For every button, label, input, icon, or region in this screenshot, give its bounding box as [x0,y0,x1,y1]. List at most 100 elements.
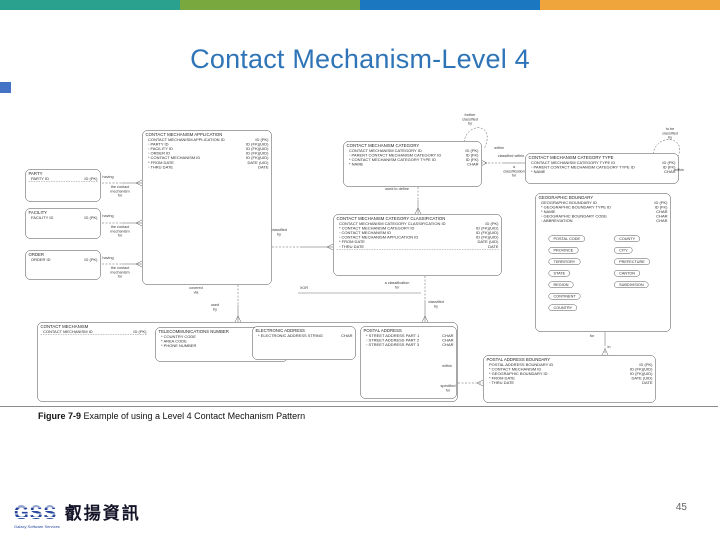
attribute-row: ◦ PARENT CONTACT MECHANISM CATEGORY TYPE… [529,165,676,170]
entity-title: PARTY [28,171,43,176]
gss-logo-cjk: 叡揚資訊 [64,504,141,523]
bar-segment-orange [540,0,720,10]
attribute-name: ◦ THRU DATE [339,244,365,249]
attribute-type: ID (PK) [654,200,668,206]
rel-label-used-to-define: used to define [385,186,409,191]
attribute-name: * CONTACT MECHANISM CATEGORY TYPE ID [349,157,436,163]
bar-segment-teal [0,0,180,10]
rel-label-having: having [102,213,114,218]
rel-label-having: having [102,255,114,260]
subtype-oval: CONTINENT [548,293,581,300]
attribute-type: CHAR [656,209,668,215]
attribute-name: CONTACT MECHANISM CATEGORY CLASSIFICATIO… [339,221,446,227]
attribute-type: ID (PK) [133,329,147,335]
attribute-type: DATE (UID) [247,160,269,165]
rel-label-classified-by: classified by [428,299,444,309]
figure-caption: Figure 7-9 Example of using a Level 4 Co… [38,411,305,421]
entity-title: CONTACT MECHANISM CATEGORY CLASSIFICATIO… [336,216,446,221]
attribute-name: ◦ CONTACT MECHANISM ID [339,230,392,236]
attribute-row: * NAME CHAR [529,170,676,175]
rel-label-further-classified-by: further classified by [462,112,478,126]
gss-logo: GSS Galaxy Software Services 叡揚資訊 [14,504,141,529]
subtype-oval: COUNTY [614,235,641,242]
attribute-type: ID (FK) [654,205,668,210]
attribute-name: ◦ ABBREVIATION [541,218,573,224]
attribute-name: * FROM DATE [339,239,365,245]
attribute-name: ◦ GEOGRAPHIC BOUNDARY CODE [541,214,607,219]
entity-title: ELECTRONIC ADDRESS [255,328,305,333]
entity-title: CONTACT MECHANISM CATEGORY [346,143,420,148]
attribute-name: ◦ PARENT CONTACT MECHANISM CATEGORY TYPE… [531,165,635,170]
attribute-type: CHAR [664,169,676,175]
attribute-name: * ELECTRONIC ADDRESS STRING [258,333,323,339]
page-title: Contact Mechanism-Level 4 [190,44,530,74]
attribute-row: POSTAL ADDRESS BOUNDARY ID ID (PK) [487,363,653,368]
attribute-row: CONTACT MECHANISM ID ID (PK) [40,329,147,336]
rel-label-specified-for: specified for [440,383,456,393]
subtype-oval: REGION [548,281,574,288]
attribute-name: * NAME [541,209,556,215]
figure-caption-label: Figure 7-9 [38,411,82,421]
rel-label-contact-mechanism-for: the contact mechanism for [110,184,130,198]
subtype-oval: COUNTRY [548,304,578,311]
attribute-row: * NAME CHAR [539,210,668,215]
subtype-oval: TERRITORY [548,258,581,265]
bar-segment-green [180,0,360,10]
attribute-name: ◦ STREET ADDRESS PART 2 [366,338,420,343]
attribute-type: ID (PK) [639,362,653,368]
attribute-type: ID (FK)(UID) [476,235,499,240]
subtype-oval: CITY [614,247,633,254]
top-color-bar [0,0,720,10]
attribute-name: * NAME [531,169,546,175]
attribute-type: ID (FK) [465,157,479,163]
gss-logo-mark: GSS Galaxy Software Services [14,504,60,529]
rel-label-contact-mechanism-for: the contact mechanism for [110,265,130,279]
attribute-name: POSTAL ADDRESS BOUNDARY ID [489,362,554,368]
gss-logo-subtext: Galaxy Software Services [14,524,60,529]
attribute-name: ◦ PARENT CONTACT MECHANISM CATEGORY ID [349,153,442,158]
rel-label-having: having [102,174,114,179]
rel-label-within: within [494,145,504,150]
caption-divider [0,406,718,407]
subtype-oval: STATE [548,270,571,277]
attribute-type: ID (PK) [255,137,269,143]
subtype-oval: SUBDIVISION [614,281,649,288]
attribute-name: ◦ THRU DATE [148,164,174,170]
entity-title: CONTACT MECHANISM APPLICATION [145,132,223,137]
attribute-type: ID (FK)(UID) [246,155,269,161]
attribute-type: DATE (UID) [631,376,653,381]
attribute-type: ID (PK) [465,148,479,154]
entity-title: FACILITY [28,210,48,215]
entity-electronic-address: ELECTRONIC ADDRESS* ELECTRONIC ADDRESS S… [252,326,356,360]
attribute-type: ID (PK) [84,215,98,221]
entity-title: POSTAL ADDRESS [363,328,402,333]
rel-label-classified-by: classified by [271,227,287,237]
rel-label-to-be-classified-by: to be classified by [662,126,678,140]
attribute-name: CONTACT MECHANISM ID [43,329,93,335]
attribute-name: GEOGRAPHIC BOUNDARY ID [541,200,597,206]
attribute-row: * CONTACT MECHANISM CATEGORY TYPE ID ID (… [347,158,479,163]
attribute-type: ID (FK)(UID) [476,226,499,231]
